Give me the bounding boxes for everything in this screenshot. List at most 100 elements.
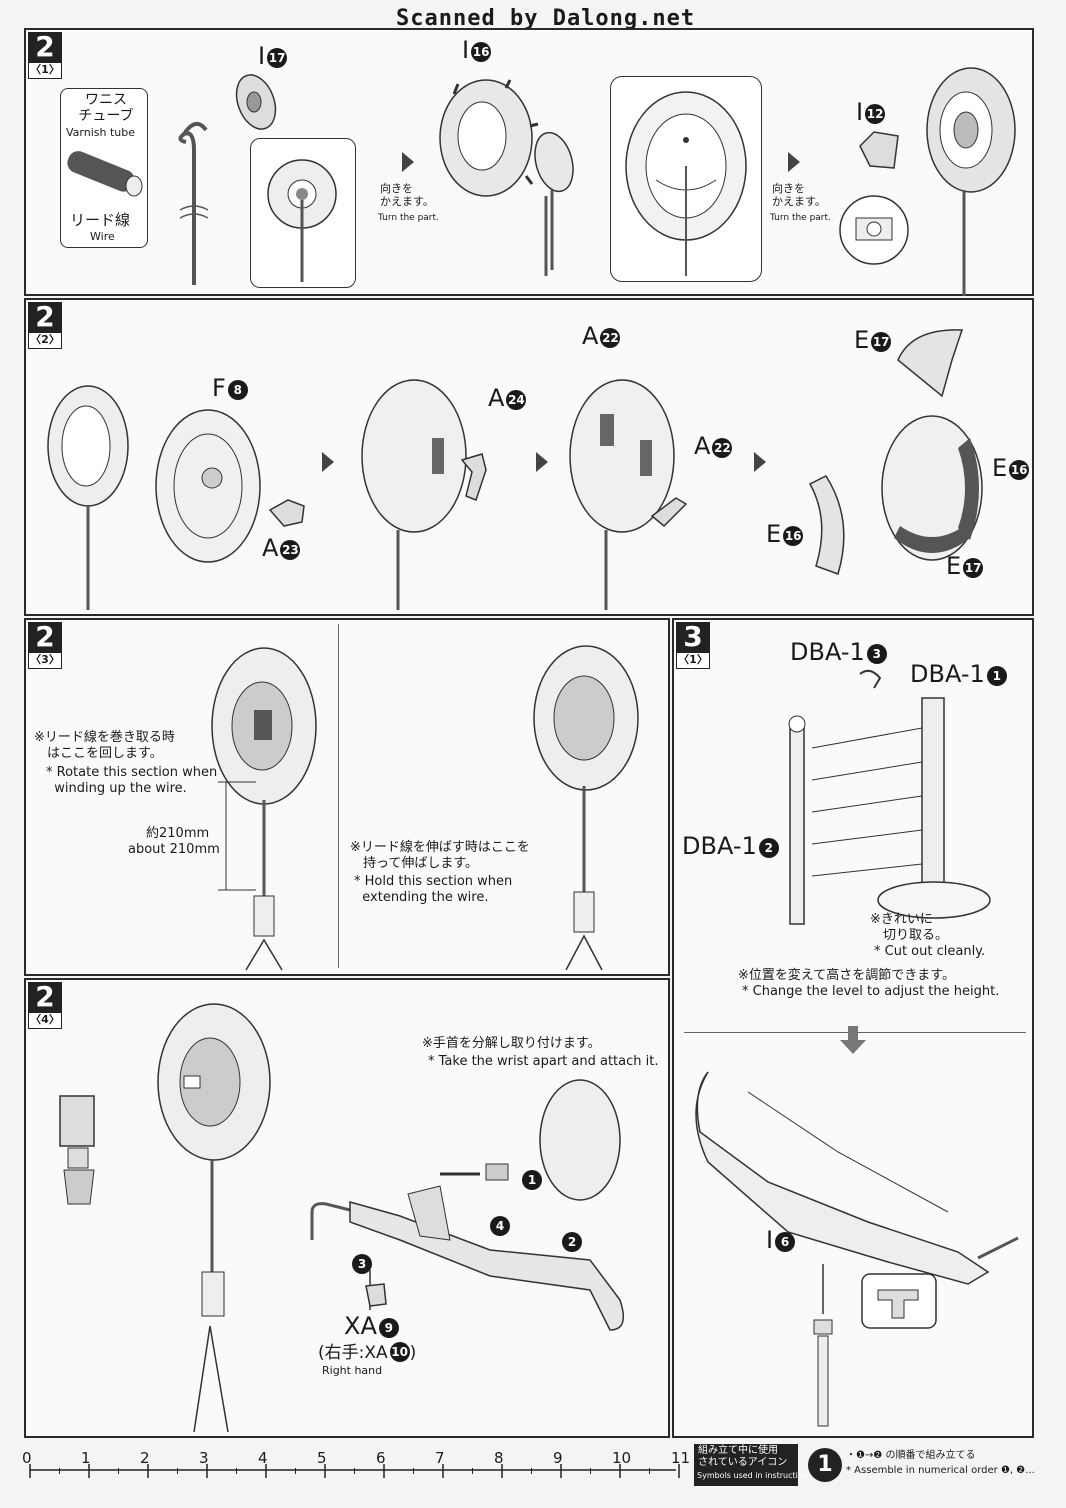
ruler-label: 4: [258, 1449, 268, 1467]
ruler-label: 8: [494, 1449, 504, 1467]
length-dimension-line: [218, 781, 256, 891]
shield-frame-illustration: [439, 79, 548, 276]
xa9-part-illustration: [365, 1283, 387, 1307]
rotate-note-en: * Rotate this section when winding up th…: [46, 765, 218, 796]
detail-disc-illustration: [267, 159, 337, 282]
ruler-label: 5: [317, 1449, 327, 1467]
length-en: about 210mm: [128, 842, 220, 857]
substep-number: 〈4〉: [28, 1012, 62, 1029]
i12-detail-illustration: [839, 195, 909, 265]
ruler-label: 10: [612, 1449, 632, 1467]
ruler-label: 9: [553, 1449, 563, 1467]
turn-note-jp: 向きを かえます。: [772, 182, 826, 208]
wrist-note-en: * Take the wrist apart and attach it.: [428, 1054, 659, 1069]
step-number: 2: [28, 32, 62, 62]
step-2-3-panel: 2〈3〉 ※リード線を巻き取る時 はここを回します。 * Rotate this…: [24, 618, 670, 976]
substep-number: 〈1〉: [28, 62, 62, 79]
i6-detail-callout: [861, 1273, 937, 1329]
varnish-tube-illustration: [67, 151, 143, 197]
shield-frame-back-illustration: [47, 385, 129, 610]
level-note-en: * Change the level to adjust the height.: [742, 984, 1000, 999]
shield-face-f8-illustration: [155, 409, 261, 563]
sequence-marker-2: 2: [562, 1232, 582, 1252]
substep-number: 〈2〉: [28, 332, 62, 349]
wire-label-en: Wire: [90, 230, 115, 243]
flow-arrow: [788, 152, 800, 172]
step-2-4-panel: 2 〈4〉 ※手首を分解し取り付けます。 * Take the wrist apa…: [24, 978, 670, 1438]
ruler-label: 11: [671, 1449, 691, 1467]
ruler-label: 7: [435, 1449, 445, 1467]
cut-note-jp: ※きれいに 切り取る。: [870, 912, 949, 943]
shield-assembled-illustration: [926, 67, 1016, 296]
shield-armor-illustration: [881, 415, 983, 561]
ruler-label: 1: [81, 1449, 91, 1467]
shield-on-wire-illustration: [211, 647, 317, 971]
sequence-marker-3: 3: [352, 1254, 372, 1274]
flow-arrow: [402, 152, 414, 172]
sword-on-stand-illustration: [695, 1071, 1019, 1427]
ruler-label: 3: [199, 1449, 209, 1467]
right-hand-en: Right hand: [322, 1364, 383, 1377]
wrist-note-jp: ※手首を分解し取り付けます。: [422, 1036, 601, 1051]
shield-a24-attached-illustration: [569, 379, 675, 610]
flow-arrow: [536, 452, 548, 472]
shield-on-stand-illustration: [157, 1003, 271, 1433]
legend-line-2: * Assemble in numerical order ❶, ❷...: [846, 1465, 1035, 1476]
symbols-legend: 組み立て中に使用 されているアイコン Symbols used in instr…: [694, 1444, 1035, 1488]
extend-note-en: * Hold this section when extending the w…: [354, 874, 513, 905]
ruler-line: [29, 1464, 680, 1478]
legend-line-1: ・❶→❷ の順番で組み立てる: [846, 1450, 976, 1461]
level-note-jp: ※位置を変えて高さを調節できます。: [738, 968, 955, 983]
ruler-label: 0: [22, 1449, 32, 1467]
ruler-label: 6: [376, 1449, 386, 1467]
turn-note-en: Turn the part.: [378, 213, 439, 223]
divider: [338, 624, 339, 968]
turn-note-en: Turn the part.: [770, 213, 831, 223]
substep-number: 〈1〉: [676, 652, 710, 669]
sequence-marker-4: 4: [490, 1216, 510, 1236]
scale-ruler: 0 1 2 3 4 5 6 7 8 9 10 11: [22, 1448, 690, 1488]
sword-assembly-illustration: [310, 1079, 625, 1331]
cut-note-en: * Cut out cleanly.: [874, 944, 986, 959]
e16-part-illustration: [808, 475, 845, 575]
wrist-part-illustration: [59, 1095, 95, 1205]
varnish-tube-label-en: Varnish tube: [66, 126, 136, 139]
disc-part-illustration: [235, 74, 277, 130]
length-jp: 約210mm: [146, 826, 210, 841]
scan-credit: Scanned by Dalong.net: [396, 6, 696, 31]
wire-label-jp: リード線: [70, 211, 131, 229]
varnish-tube-label-jp: ワニス チューブ: [78, 92, 134, 124]
step-number: 2: [28, 622, 62, 652]
legend-title-box: 組み立て中に使用 されているアイコン Symbols used in instr…: [694, 1444, 812, 1486]
down-arrow: [840, 1026, 866, 1054]
a24-part-illustration: [460, 453, 487, 501]
sequence-marker-1: 1: [522, 1170, 542, 1190]
e17-part-illustration: [897, 329, 964, 398]
substep-number: 〈3〉: [28, 652, 62, 669]
shield-back-detail-illustration: [625, 91, 747, 276]
turn-note-jp: 向きを かえます。: [380, 182, 434, 208]
shield-f8-attached-illustration: [361, 379, 467, 610]
round-plate-illustration: [534, 131, 574, 270]
ruler-label: 2: [140, 1449, 150, 1467]
